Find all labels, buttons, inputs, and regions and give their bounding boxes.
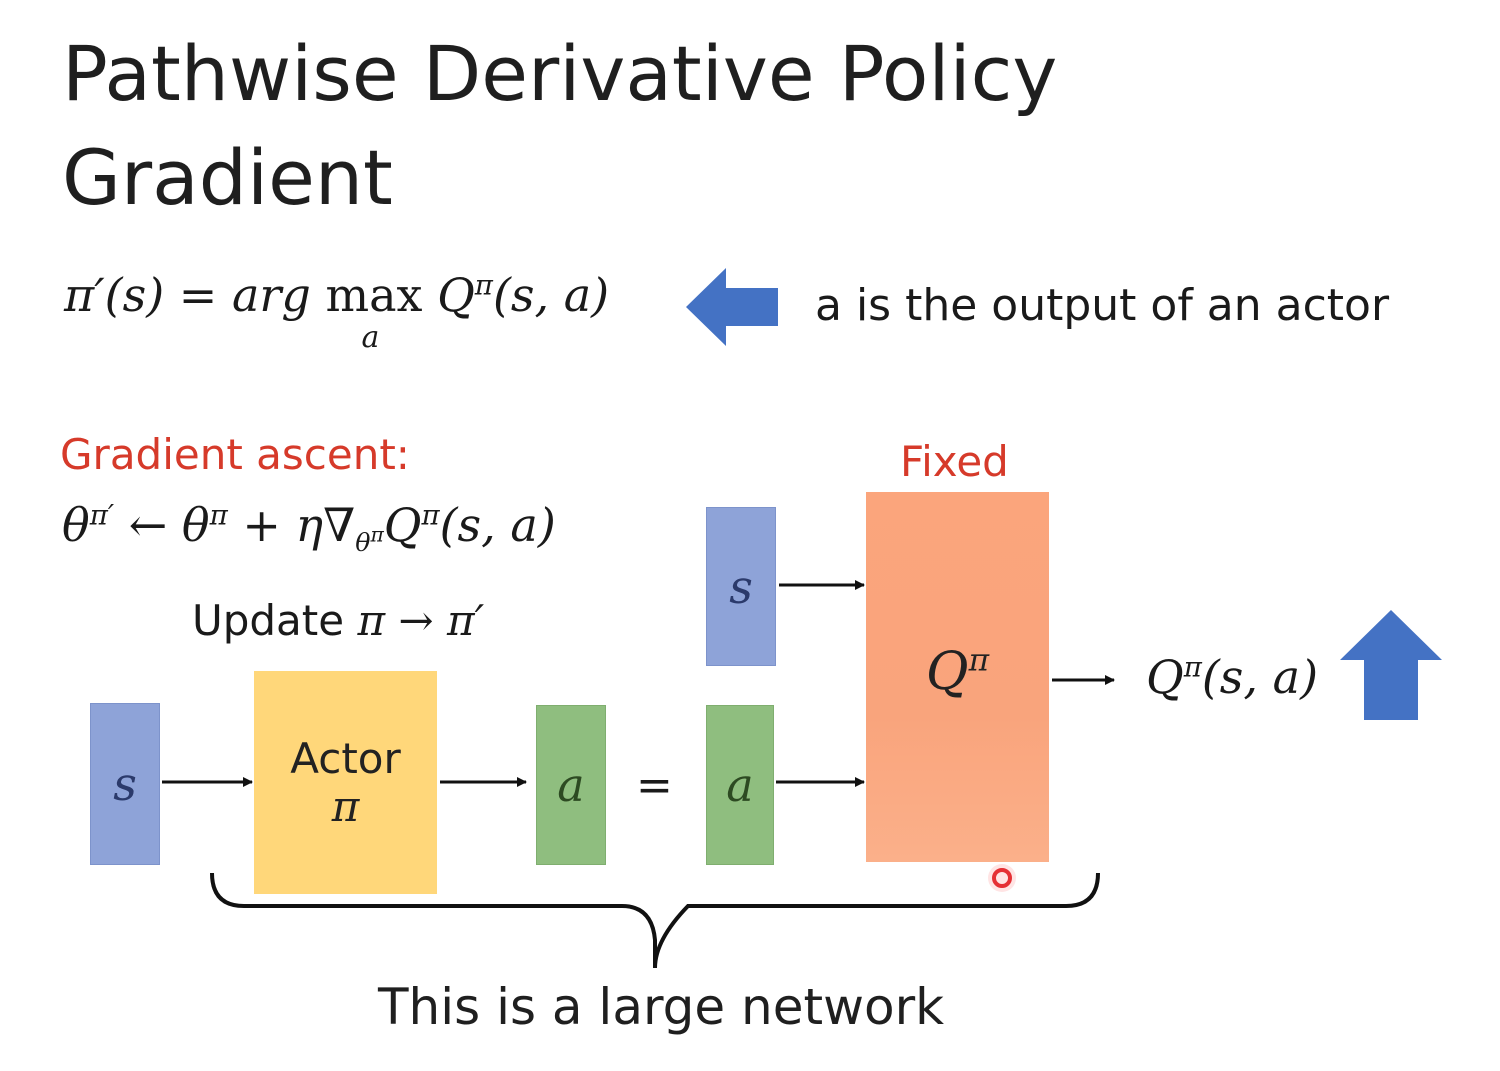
slide-title: Pathwise Derivative Policy Gradient	[62, 22, 1057, 230]
action-input-box: a	[706, 705, 774, 865]
equals-sign: =	[636, 760, 673, 811]
formula1-max-subscript: a	[361, 320, 380, 355]
title-line-2: Gradient	[62, 133, 393, 222]
actor-label: Actor	[290, 733, 401, 783]
actor-pi: π	[331, 781, 360, 831]
state-input-box: s	[90, 703, 160, 865]
formula1-lhs: π′(s) = arg	[64, 268, 326, 322]
critic-q-box: Qπ	[866, 492, 1049, 862]
actor-note: a is the output of an actor	[815, 280, 1390, 331]
action-output-box: a	[536, 705, 606, 865]
blue-up-arrow-icon	[1340, 610, 1442, 720]
title-line-1: Pathwise Derivative Policy	[62, 29, 1058, 118]
critic-q-label: Qπ	[925, 642, 990, 702]
cursor-glow	[988, 864, 1016, 892]
update-word: Update	[192, 596, 358, 645]
cursor-pointer-icon	[992, 868, 1012, 888]
formula1-q-sup: π	[474, 268, 493, 302]
f2-theta-new: θ	[62, 498, 90, 552]
formula1-args: (s, a)	[492, 268, 610, 322]
f2-theta-new-sup: π′	[89, 498, 115, 532]
q-output-label: Qπ(s, a)	[1146, 650, 1319, 704]
f2-args: (s, a)	[439, 498, 556, 552]
f2-plus-nabla: + η∇	[227, 498, 356, 552]
f2-theta-sup: π	[209, 498, 228, 532]
formula1-q: Q	[422, 268, 475, 322]
update-expression: π → π′	[357, 596, 485, 645]
f2-arrow: ← θ	[114, 498, 210, 552]
fixed-label: Fixed	[900, 437, 1009, 486]
update-caption: Update π → π′	[192, 596, 484, 645]
footer-caption: This is a large network	[378, 978, 945, 1036]
f2-q-sup: π	[421, 498, 440, 532]
blue-left-arrow-icon	[686, 268, 778, 346]
gradient-ascent-label: Gradient ascent:	[60, 430, 410, 479]
network-brace	[210, 872, 1100, 969]
f2-nabla-sub: θπ	[355, 522, 384, 558]
actor-box: Actor π	[254, 671, 437, 894]
f2-q: Q	[383, 498, 422, 552]
gradient-update-formula: θπ′ ← θπ + η∇θπQπ(s, a)	[62, 498, 556, 557]
state-top-box: s	[706, 507, 776, 666]
